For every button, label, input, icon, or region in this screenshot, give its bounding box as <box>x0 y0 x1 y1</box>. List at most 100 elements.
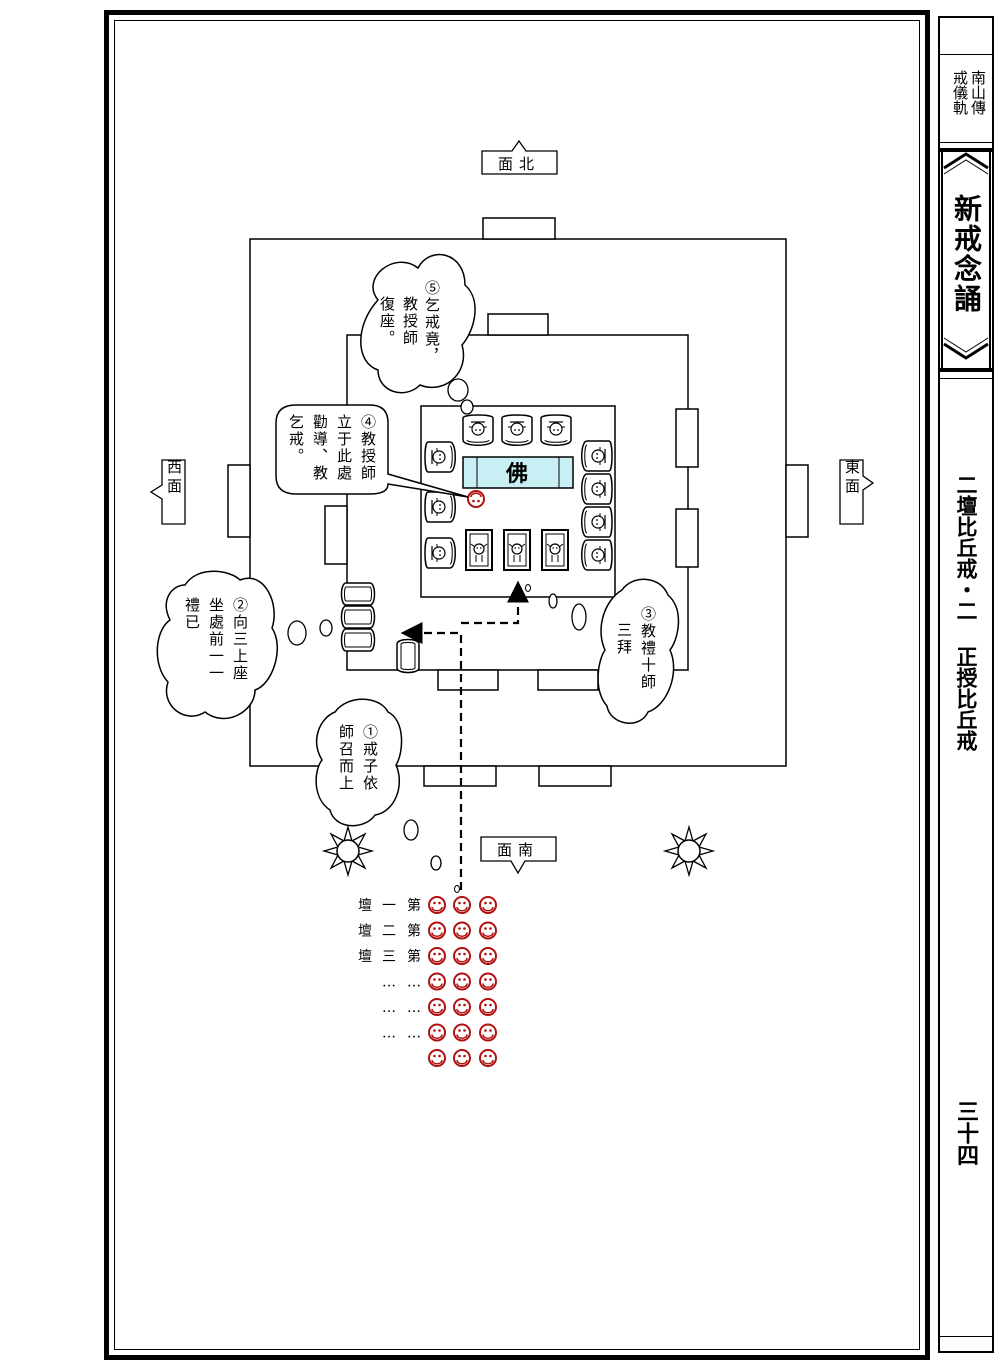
ordinand-face <box>453 998 471 1016</box>
middle-stair-west <box>324 505 348 565</box>
queue-row-label: 一 <box>382 898 396 914</box>
direction-east-sign: 東面 <box>839 459 875 525</box>
master-seat <box>424 537 456 569</box>
ordinand-face <box>453 972 471 991</box>
master-seat <box>540 414 572 446</box>
middle-stair-north <box>487 313 549 336</box>
ordinand-face <box>428 896 446 914</box>
east-label: 東面 <box>843 459 861 497</box>
ordinand-face <box>453 947 471 965</box>
direction-north-sign: 面北 <box>481 139 558 175</box>
bubble-5-line: ⑤乞戒竟， <box>423 280 441 365</box>
thought-bubble-5: ⑤乞戒竟， 教授師 復座。 <box>360 253 476 415</box>
master-seat <box>581 473 613 505</box>
buddha-label: 佛 <box>505 461 528 487</box>
queue-row-label: … <box>382 975 396 991</box>
south-label: 面南 <box>497 841 539 859</box>
master-seat <box>581 539 613 571</box>
upper-seat <box>541 529 569 571</box>
ordinand-face <box>453 896 471 914</box>
procession-path <box>461 580 529 625</box>
page-frame-outer <box>104 10 930 1360</box>
master-seat <box>424 441 456 473</box>
ordinand-face <box>428 921 446 940</box>
ordinand-face <box>428 998 446 1016</box>
bubble-2-line: ②向三上座 <box>231 597 249 682</box>
queue-row-label: 壇 <box>358 923 372 940</box>
master-seat <box>424 491 456 523</box>
master-seat <box>462 414 494 446</box>
queue-row-label: 第 <box>407 923 421 940</box>
queue-row-label: 第 <box>407 948 421 965</box>
bubble-2-line: 禮已 <box>183 597 201 631</box>
instructor-person <box>467 490 485 508</box>
bubble-2-line: 坐處前一一 <box>207 597 225 682</box>
bubble-4-line: 立于此處 <box>335 414 353 482</box>
bubble-3-line: ③教禮十師 <box>639 606 657 691</box>
book-title-line1: 南山傳 <box>969 70 987 115</box>
ordinand-face <box>453 921 471 940</box>
bubble-1-line: 師召而上 <box>337 724 355 792</box>
queue-row-label: 三 <box>382 949 396 965</box>
speech-bubble-4: ④教授師 立于此處 勸導、教 乞戒。 <box>275 404 469 498</box>
ordinand-face <box>479 896 497 914</box>
sun-icon <box>323 826 373 876</box>
ordinand-queue: 第一壇第二壇第三壇……………… <box>358 896 497 1067</box>
west-label: 西面 <box>165 459 183 497</box>
north-label: 面北 <box>498 155 540 173</box>
master-seat <box>501 414 533 446</box>
ordinand-face <box>453 1023 471 1042</box>
outer-stair-east <box>785 464 809 538</box>
queue-row-label: 第 <box>407 897 421 914</box>
outer-stair-north <box>482 217 556 240</box>
middle-stair-east-2 <box>675 508 699 568</box>
thought-bubble-1: ①戒子依 師召而上 <box>315 698 442 871</box>
ring-seat <box>340 605 376 629</box>
ordinand-face <box>479 972 497 991</box>
bubble-5-line: 教授師 <box>401 296 419 347</box>
sidebar: 南山傳 戒儀軌 新戒念誦 二壇比丘戒・二 正授比丘戒 三十四 <box>938 16 994 1353</box>
direction-south-sign: 面南 <box>480 836 557 875</box>
ordinand-face <box>428 1049 446 1067</box>
buddha-altar <box>462 456 574 489</box>
ordinand-face <box>479 1049 497 1067</box>
bubble-1-line: ①戒子依 <box>361 724 379 792</box>
ordinand-face <box>428 1023 446 1042</box>
middle-stair-south-1 <box>437 669 499 691</box>
main-title: 新戒念誦 <box>950 194 983 314</box>
procession-path <box>400 622 463 890</box>
master-seat <box>581 506 613 538</box>
ordinand-face <box>428 947 446 965</box>
page-number: 三十四 <box>953 1100 979 1166</box>
ordinand-face <box>479 1023 497 1042</box>
queue-row-label: 壇 <box>358 948 372 965</box>
middle-stair-east-1 <box>675 408 699 468</box>
book-title-line2: 戒儀軌 <box>951 70 969 115</box>
queue-row-label: … <box>407 1000 421 1016</box>
queue-row-label: … <box>407 1026 421 1042</box>
bubble-4-line: ④教授師 <box>359 414 377 482</box>
thought-bubble-2: ②向三上座 坐處前一一 禮已 <box>156 570 333 720</box>
master-seat <box>581 440 613 472</box>
direction-west-sign: 西面 <box>149 459 186 525</box>
ring-seat <box>396 638 420 674</box>
queue-row-label: … <box>382 1000 396 1016</box>
sun-icon <box>664 826 714 876</box>
queue-row-label: … <box>382 1026 396 1042</box>
thought-bubble-3: ③教禮十師 三拜 <box>548 578 680 724</box>
ring-seat <box>340 582 376 606</box>
outer-stair-south-2 <box>538 765 612 787</box>
section-title: 二壇比丘戒・二 正授比丘戒 <box>954 474 979 751</box>
bubble-5-line: 復座。 <box>378 296 396 347</box>
queue-row-label: … <box>407 975 421 991</box>
page-frame-inner <box>114 20 920 1350</box>
ordinand-face <box>428 972 446 991</box>
outer-stair-west <box>227 464 251 538</box>
ordinand-face <box>479 998 497 1016</box>
ordinand-face <box>479 921 497 940</box>
bubble-4-line: 勸導、教 <box>311 414 329 482</box>
ordinand-face <box>453 1049 471 1067</box>
bubble-4-line: 乞戒。 <box>287 414 305 465</box>
middle-stair-south-2 <box>537 669 599 691</box>
